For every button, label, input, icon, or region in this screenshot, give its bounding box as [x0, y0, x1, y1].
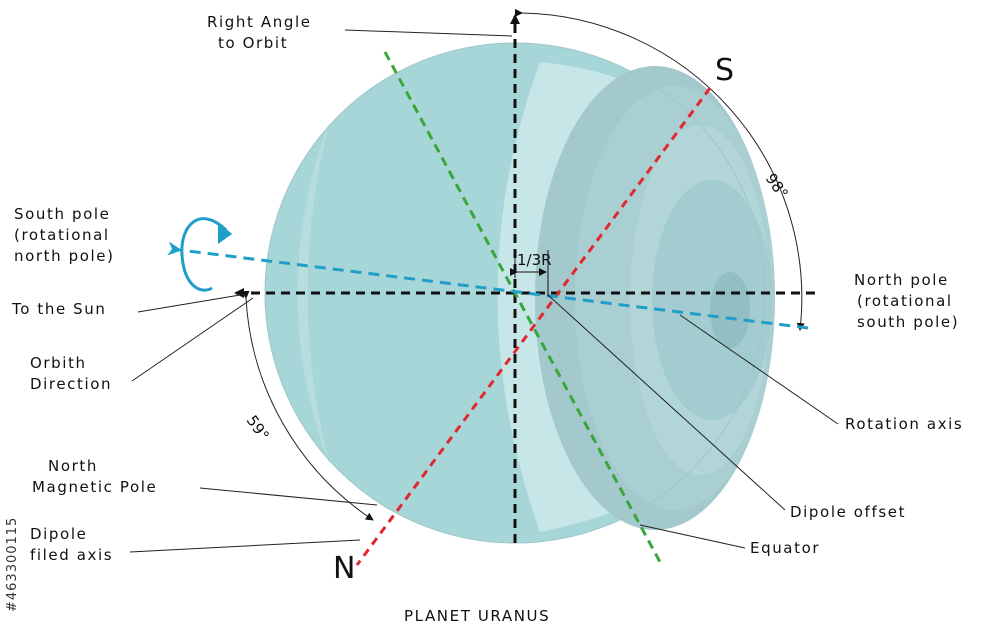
rotation-direction-icon [180, 217, 228, 292]
tilt-arc [514, 8, 805, 331]
rotation-axis-line [167, 241, 809, 330]
right-angle-label: Right Angle to Orbit [207, 13, 318, 52]
equator-label: Equator [750, 539, 820, 557]
pole-cap-inner [710, 272, 750, 348]
leader-orbit-direction [131, 297, 254, 382]
tilt-angle-label: 98° [762, 170, 792, 202]
to-sun-label: To the Sun [11, 300, 106, 318]
leader-to-sun [137, 293, 247, 313]
equator-line [383, 51, 662, 563]
offset-label: 1/3R [517, 251, 552, 269]
north-magnetic-pole-label: North Magnetic Pole [32, 457, 157, 496]
orbit-direction-label: Orbith Direction [30, 354, 112, 393]
axes [167, 14, 815, 566]
rotation-arrowhead-icon [218, 222, 232, 244]
leader-rotation-axis [679, 314, 839, 425]
south-pole-letter: S [715, 53, 734, 88]
leader-north-magnetic [199, 487, 378, 506]
dipole-offset-marker: 1/3R [510, 250, 552, 296]
angle-arcs [241, 8, 805, 521]
watermark-id: #463300115 [5, 517, 20, 612]
dipole-axis-label: Dipole filed axis [30, 525, 113, 564]
leader-right-angle [344, 29, 513, 37]
rotation-axis-label: Rotation axis [845, 415, 963, 433]
diagram-title: PLANET URANUS [404, 607, 550, 625]
north-pole-letter: N [333, 551, 355, 586]
leader-lines [129, 29, 839, 553]
labels: Right Angle to Orbit South pole (rotatio… [11, 13, 963, 625]
leader-equator [639, 524, 746, 549]
north-pole-label: North pole (rotational south pole) [854, 271, 959, 331]
leader-dipole-axis [129, 539, 361, 553]
dipole-offset-label: Dipole offset [790, 503, 906, 521]
south-pole-label: South pole (rotational north pole) [14, 205, 117, 265]
dipole-axis-line [355, 87, 712, 566]
magnetic-arc [241, 290, 374, 521]
magnetic-angle-label: 59° [243, 412, 273, 444]
leader-dipole-offset [547, 294, 786, 511]
